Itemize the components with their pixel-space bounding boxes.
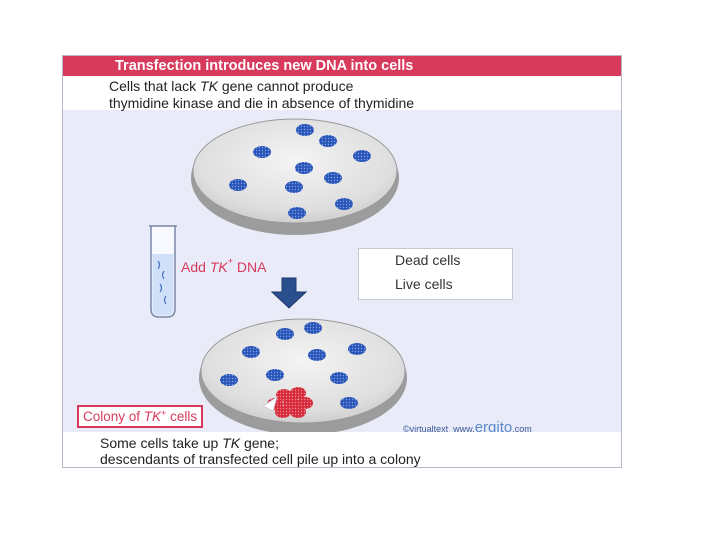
down-arrow <box>272 278 306 308</box>
tube-liquid <box>153 254 174 316</box>
colony-label-prefix: Colony of <box>83 409 144 424</box>
dead-cell <box>276 328 294 340</box>
legend-live-label: Live cells <box>395 276 453 292</box>
add-label-gene: TK <box>210 259 228 275</box>
legend-dead-label: Dead cells <box>395 252 460 268</box>
bottom-caption-line1: Some cells take up TK gene; <box>100 435 279 451</box>
down-arrow-icon <box>272 278 306 308</box>
dead-cell <box>335 198 353 210</box>
dead-cell <box>308 349 326 361</box>
bottom-caption-gene: TK <box>222 435 240 451</box>
add-label-prefix: Add <box>181 259 210 275</box>
dead-cell <box>340 397 358 409</box>
dead-cell <box>285 181 303 193</box>
bottom-petri-dish <box>199 319 407 435</box>
colony-label-gene: TK <box>144 409 161 424</box>
legend-box: Dead cells Live cells <box>358 248 513 300</box>
bottom-caption-text-b: gene; <box>240 435 279 451</box>
live-cell <box>275 406 291 418</box>
top-petri-dish <box>191 119 399 235</box>
dead-cell <box>266 369 284 381</box>
dead-cell <box>242 346 260 358</box>
bottom-caption-text-a: Some cells take up <box>100 435 222 451</box>
add-label-suffix: DNA <box>233 259 266 275</box>
dead-cell <box>324 172 342 184</box>
dead-cell <box>330 372 348 384</box>
dead-cell <box>348 343 366 355</box>
test-tube <box>149 226 177 317</box>
dead-cell <box>220 374 238 386</box>
add-dna-label: Add TK+ DNA <box>181 259 266 275</box>
dead-cell <box>353 150 371 162</box>
dead-cell <box>229 179 247 191</box>
colony-label-sup: + <box>161 408 166 418</box>
bottom-caption: Some cells take up TK gene; descendants … <box>63 432 621 467</box>
transfection-figure: Transfection introduces new DNA into cel… <box>62 55 622 468</box>
colony-label-suffix: cells <box>166 409 197 424</box>
live-cell <box>290 406 306 418</box>
dead-cell <box>304 322 322 334</box>
dead-cell <box>296 124 314 136</box>
dead-cell <box>288 207 306 219</box>
dead-cell <box>295 162 313 174</box>
dead-cell <box>319 135 337 147</box>
dead-cell <box>253 146 271 158</box>
bottom-caption-line2: descendants of transfected cell pile up … <box>100 451 421 467</box>
colony-label: Colony of TK+ cells <box>77 405 203 428</box>
add-label-sup: + <box>228 256 233 266</box>
